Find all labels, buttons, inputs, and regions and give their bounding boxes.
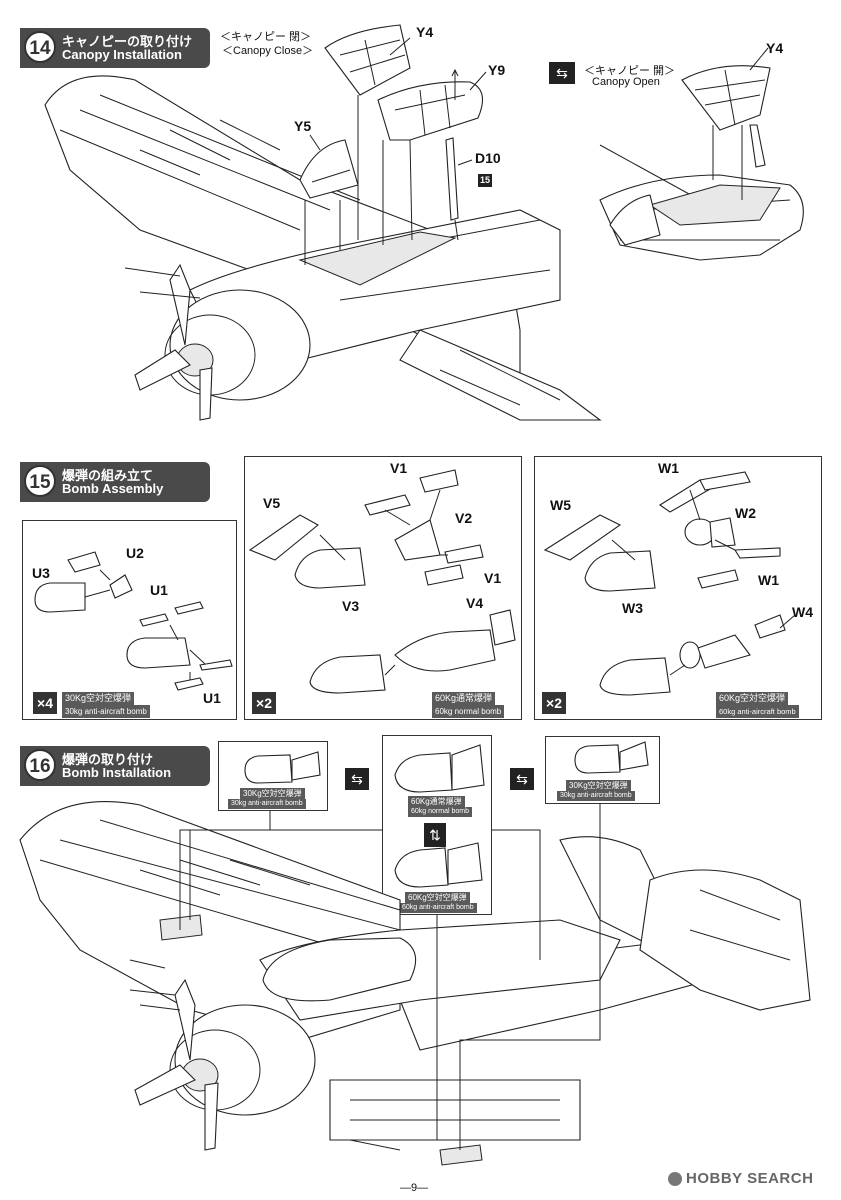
part-label-u1-b: U1 [203,690,221,706]
swap-arrow-icon: ⇆ [345,768,369,790]
bomb-panel-60kg-normal [244,456,522,720]
step-16-header: 16 爆弾の取り付け Bomb Installation [20,746,210,786]
watermark-logo-icon [668,1172,682,1186]
part-label-v1-b: V1 [484,570,502,586]
part-label-w1-b: W1 [758,572,779,588]
part-label-w2: W2 [735,505,756,521]
multiplier-badge: ×4 [33,692,57,714]
caption-jp: 60Kg通常爆弾 [408,796,465,807]
caption-en: 30kg anti-aircraft bomb [557,791,635,801]
part-label-w5: W5 [550,497,571,513]
step-number: 15 [24,465,56,497]
multiplier-badge: ×2 [252,692,276,714]
ref-badge: 15 [478,174,492,187]
part-label-y9: Y9 [488,62,506,78]
multiplier-badge: ×2 [542,692,566,714]
canopy-close-en: ＜Canopy Close＞ [222,45,314,57]
step-14-header: 14 キャノピーの取り付け Canopy Installation [20,28,210,68]
swap-arrow-vertical-icon: ⇅ [424,823,446,847]
caption-en: 60kg anti-aircraft bomb [399,903,477,913]
part-label-v2: V2 [455,510,473,526]
step-title-jp: キャノピーの取り付け [62,34,193,49]
part-label-v3: V3 [342,598,360,614]
canopy-open-en: Canopy Open [592,76,660,88]
step-14-illustration [44,24,804,421]
part-label-u3: U3 [32,565,50,581]
open-arrow-icon: ⇆ [549,62,575,84]
caption-jp: 60Kg空対空爆弾 [405,892,470,903]
part-label-d10: D10 [475,150,501,166]
bomb-panel-60kg-aa [534,456,822,720]
caption-en: 30kg anti-aircraft bomb [62,705,150,718]
swap-arrow-icon: ⇆ [510,768,534,790]
part-label-w4: W4 [792,604,813,620]
part-label-w3: W3 [622,600,643,616]
caption-jp: 60Kg空対空爆弾 [716,692,789,705]
caption-en: 60kg anti-aircraft bomb [716,705,799,718]
part-label-y4: Y4 [416,24,434,40]
part-label-y5: Y5 [294,118,312,134]
part-label-v1: V1 [390,460,408,476]
step-title-jp: 爆弾の組み立て [62,468,154,483]
caption-jp: 60Kg通常爆弾 [432,692,496,705]
step-number: 16 [24,749,56,781]
step-15-header: 15 爆弾の組み立て Bomb Assembly [20,462,210,502]
part-label-w1: W1 [658,460,679,476]
part-label-u1: U1 [150,582,168,598]
caption-en: 30kg anti-aircraft bomb [228,799,306,809]
step-number: 14 [24,31,56,63]
caption-jp: 30Kg空対空爆弾 [566,780,631,791]
part-label-v5: V5 [263,495,281,511]
page-number: —9— [400,1182,429,1194]
part-label-v4: V4 [466,595,484,611]
canopy-close-jp: ＜キャノピー 閉＞ [220,31,312,43]
caption-en: 60kg normal bomb [408,807,472,817]
step-title-en: Bomb Assembly [62,481,164,496]
caption-en: 60kg normal bomb [432,705,505,718]
canopy-open-jp: ＜キャノピー 開＞ [584,65,676,77]
caption-jp: 30Kg空対空爆弾 [240,788,305,799]
step-title-jp: 爆弾の取り付け [62,752,154,767]
watermark-text: HOBBY SEARCH [686,1170,814,1187]
part-label-y4-open: Y4 [766,40,784,56]
step-title-en: Bomb Installation [62,765,172,780]
part-label-u2: U2 [126,545,144,561]
caption-jp: 30Kg空対空爆弾 [62,692,135,705]
step-title-en: Canopy Installation [62,47,182,62]
